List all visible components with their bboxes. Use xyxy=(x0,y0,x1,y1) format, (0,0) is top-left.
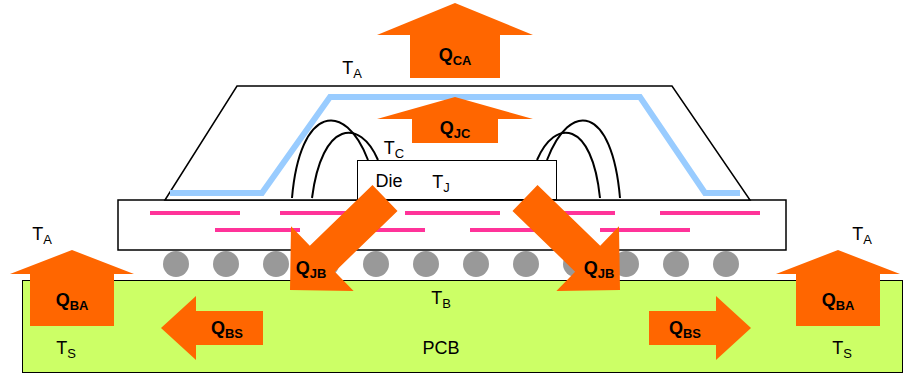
heat-arrow: QCA xyxy=(375,0,535,80)
symbol: Q xyxy=(439,45,453,65)
solder-ball xyxy=(213,251,239,277)
spreading-temp: TS xyxy=(832,339,852,357)
solder-ball xyxy=(263,251,289,277)
subscript: A xyxy=(353,66,362,81)
subscript: B xyxy=(442,296,451,311)
region-label: PCB xyxy=(422,339,459,357)
region-label: TB xyxy=(431,289,451,307)
trace xyxy=(405,211,500,215)
arrow-shape xyxy=(270,190,405,300)
pcb: TBPCBQBSQBS xyxy=(22,280,903,373)
symbol: Q xyxy=(56,290,70,310)
arrow-body xyxy=(10,250,134,326)
arrow-body xyxy=(290,185,398,291)
symbol: T xyxy=(852,224,863,244)
heat-flow-label: QJC xyxy=(440,119,471,137)
arrow-shape xyxy=(375,0,535,80)
heat-flow-label: QJB xyxy=(296,259,327,277)
solder-ball xyxy=(463,251,489,277)
heat-flow-label: QBS xyxy=(211,319,243,337)
symbol: T xyxy=(56,338,67,358)
subscript: C xyxy=(395,146,404,161)
heat-arrow: QJB xyxy=(505,190,640,300)
arrow-body xyxy=(161,296,263,360)
subscript: CA xyxy=(453,53,472,68)
subscript: A xyxy=(43,232,52,247)
heat-arrow: QJB xyxy=(270,190,405,300)
subscript: BA xyxy=(70,298,89,313)
die: Die TJ xyxy=(357,160,557,200)
subscript: JB xyxy=(598,266,615,281)
trace xyxy=(150,211,240,215)
solder-ball xyxy=(163,251,189,277)
solder-ball xyxy=(513,251,539,277)
region-label: Die xyxy=(375,172,402,190)
arrow-shape xyxy=(646,293,756,363)
symbol: T xyxy=(431,288,442,308)
arrow-body xyxy=(649,296,751,360)
arrow-shape xyxy=(8,248,138,328)
case-temp: TC xyxy=(384,139,404,157)
heat-flow-label: QJB xyxy=(584,259,615,277)
symbol: Q xyxy=(440,118,454,138)
region-label: TJ xyxy=(432,173,449,191)
arrow-body xyxy=(377,97,533,143)
arrow-shape xyxy=(505,190,640,300)
symbol: Q xyxy=(296,258,310,278)
spreading-temp: TS xyxy=(56,339,76,357)
arrow-body xyxy=(377,3,533,78)
solder-ball xyxy=(663,251,689,277)
heat-arrow: QBS xyxy=(156,293,266,363)
heat-arrow: QBA xyxy=(8,248,138,328)
heat-flow-label: QCA xyxy=(439,46,472,64)
heat-flow-label: QBS xyxy=(669,319,701,337)
subscript: BS xyxy=(225,326,243,341)
subscript: S xyxy=(67,346,76,361)
heat-arrow: QJC xyxy=(375,95,535,145)
subscript: JC xyxy=(454,126,471,141)
symbol: T xyxy=(32,224,43,244)
symbol: Q xyxy=(584,258,598,278)
subscript: BA xyxy=(836,298,855,313)
arrow-body xyxy=(776,250,900,326)
solder-ball xyxy=(413,251,439,277)
symbol: T xyxy=(384,138,395,158)
mold-compound xyxy=(165,86,750,200)
solder-balls xyxy=(163,251,739,277)
heat-arrow: QBA xyxy=(773,248,903,328)
ambient-temp: TA xyxy=(32,225,52,243)
substrate xyxy=(118,200,786,250)
subscript: JB xyxy=(310,266,327,281)
trace xyxy=(660,211,760,215)
heat-arrow: QBS xyxy=(646,293,756,363)
arrow-body xyxy=(512,185,620,291)
ambient-temp: TA xyxy=(852,225,872,243)
symbol: T xyxy=(432,172,443,192)
symbol: T xyxy=(342,58,353,78)
subscript: S xyxy=(843,346,852,361)
solder-ball xyxy=(363,251,389,277)
solder-ball xyxy=(713,251,739,277)
subscript: BS xyxy=(683,326,701,341)
symbol: Q xyxy=(822,290,836,310)
heat-flow-label: QBA xyxy=(822,291,855,309)
symbol: T xyxy=(832,338,843,358)
trace xyxy=(215,228,300,232)
symbol: Q xyxy=(211,318,225,338)
ambient-temp: TA xyxy=(342,59,362,77)
trace xyxy=(600,228,690,232)
heat-flow-label: QBA xyxy=(56,291,89,309)
symbol: Q xyxy=(669,318,683,338)
substrate-traces xyxy=(150,211,760,232)
subscript: J xyxy=(443,180,449,195)
arrow-shape xyxy=(773,248,903,328)
subscript: A xyxy=(863,232,872,247)
